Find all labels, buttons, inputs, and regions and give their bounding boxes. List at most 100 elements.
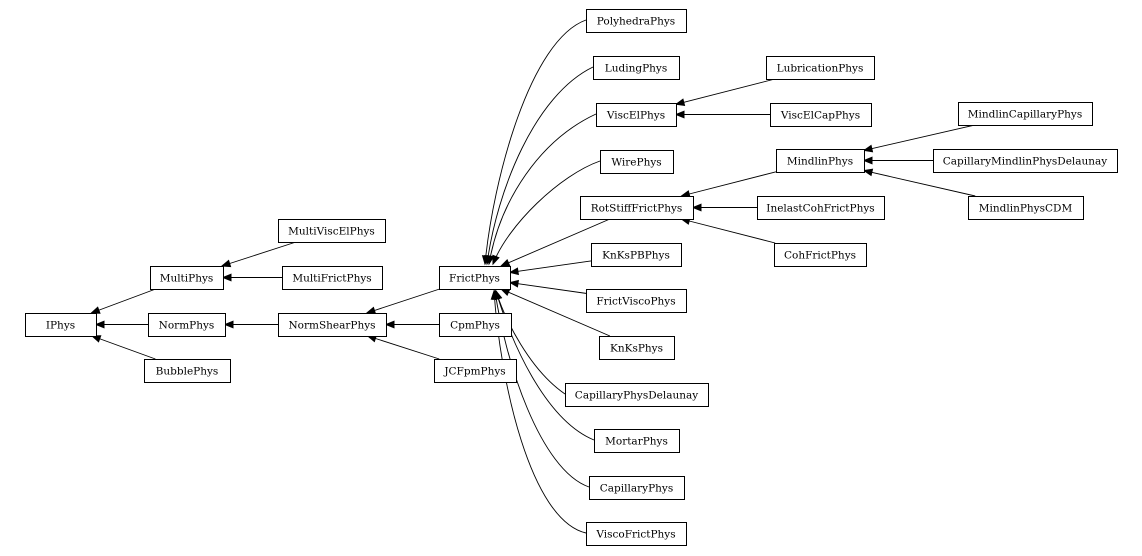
- arrowhead: [365, 306, 377, 315]
- node-cpm-phys[interactable]: CpmPhys: [439, 313, 512, 337]
- node-label: LubricationPhys: [777, 63, 864, 75]
- node-box: [589, 476, 685, 500]
- node-jcfpm-phys[interactable]: JCFpmPhys: [434, 359, 517, 383]
- node-mindlin-phys[interactable]: MindlinPhys: [776, 149, 865, 173]
- node-multi-phys[interactable]: MultiPhys: [150, 266, 224, 290]
- edge-line: [509, 282, 587, 294]
- node-box: [148, 313, 226, 337]
- arrowhead: [508, 267, 519, 276]
- node-label: MindlinPhys: [787, 156, 853, 168]
- node-box: [757, 196, 885, 220]
- node-label: PolyhedraPhys: [597, 16, 675, 28]
- node-label: RotStiffFrictPhys: [591, 203, 683, 215]
- edge-lubrication-phys-to-visc-el-phys: [674, 78, 776, 106]
- edge-line: [221, 241, 297, 267]
- node-capillary-mindlin-phys-delaunay[interactable]: CapillaryMindlinPhysDelaunay: [933, 149, 1118, 173]
- node-label: FrictViscoPhys: [596, 296, 675, 308]
- node-box: [593, 56, 680, 80]
- node-lubrication-phys[interactable]: LubricationPhys: [766, 56, 875, 80]
- node-label: CapillaryMindlinPhysDelaunay: [943, 156, 1108, 168]
- node-box: [600, 150, 674, 174]
- arrowhead: [94, 320, 105, 329]
- node-polyhedra-phys[interactable]: PolyhedraPhys: [586, 9, 687, 33]
- node-box: [933, 149, 1118, 173]
- node-box: [586, 9, 687, 33]
- node-inelast-coh-frict-phys[interactable]: InelastCohFrictPhys: [757, 196, 885, 220]
- node-norm-shear-phys[interactable]: NormShearPhys: [278, 313, 387, 337]
- edge-inelast-coh-frict-phys-to-rot-stiff-frict-phys: [691, 203, 757, 212]
- node-label: WirePhys: [611, 157, 661, 169]
- arrowhead: [862, 156, 873, 165]
- edges-layer: [90, 19, 976, 534]
- node-kn-ks-pbphys[interactable]: KnKsPBPhys: [591, 243, 682, 267]
- edge-mindlin-capillary-phys-to-mindlin-phys: [862, 124, 975, 153]
- arrowhead: [674, 98, 686, 106]
- arrowhead: [486, 254, 495, 266]
- edge-line: [495, 290, 566, 395]
- node-label: MultiViscElPhys: [288, 226, 375, 238]
- edge-frict-phys-to-norm-shear-phys: [365, 288, 440, 315]
- node-label: NormPhys: [159, 320, 215, 332]
- node-box: [599, 336, 675, 360]
- node-visc-el-cap-phys[interactable]: ViscElCapPhys: [770, 103, 872, 127]
- edge-line: [91, 288, 156, 314]
- edge-line: [675, 78, 776, 105]
- arrowhead: [490, 289, 499, 300]
- node-label: MindlinCapillaryPhys: [968, 109, 1083, 121]
- arrowhead: [492, 254, 500, 266]
- arrowhead: [499, 259, 511, 267]
- arrowhead: [223, 320, 234, 329]
- arrowhead: [221, 273, 232, 282]
- node-box: [596, 103, 677, 127]
- node-box: [439, 313, 512, 337]
- edge-line: [492, 160, 601, 265]
- node-visco-frict-phys[interactable]: ViscoFrictPhys: [586, 522, 687, 546]
- node-label: IPhys: [46, 320, 75, 332]
- node-box: [25, 313, 97, 337]
- arrowhead: [90, 306, 101, 314]
- node-label: KnKsPhys: [610, 343, 663, 355]
- node-rot-stiff-frict-phys[interactable]: RotStiffFrictPhys: [580, 196, 694, 220]
- node-mindlin-capillary-phys[interactable]: MindlinCapillaryPhys: [958, 102, 1093, 126]
- node-box: [439, 266, 511, 290]
- node-mindlin-phys-cdm[interactable]: MindlinPhysCDM: [968, 196, 1084, 220]
- node-bubble-phys[interactable]: BubblePhys: [144, 359, 231, 383]
- node-box: [580, 196, 694, 220]
- node-wire-phys[interactable]: WirePhys: [600, 150, 674, 174]
- node-mortar-phys[interactable]: MortarPhys: [594, 429, 680, 453]
- node-label: LudingPhys: [605, 63, 667, 75]
- node-box: [434, 359, 517, 383]
- node-iphys[interactable]: IPhys: [25, 313, 97, 337]
- edge-line: [863, 170, 976, 197]
- node-capillary-phys-delaunay[interactable]: CapillaryPhysDelaunay: [565, 383, 709, 407]
- node-label: MindlinPhysCDM: [979, 203, 1073, 215]
- node-frict-phys[interactable]: FrictPhys: [439, 266, 511, 290]
- node-luding-phys[interactable]: LudingPhys: [593, 56, 680, 80]
- edge-line: [500, 218, 611, 267]
- node-coh-frict-phys[interactable]: CohFrictPhys: [774, 243, 867, 267]
- edge-visc-el-cap-phys-to-visc-el-phys: [674, 110, 770, 119]
- node-frict-visco-phys[interactable]: FrictViscoPhys: [586, 289, 687, 313]
- node-norm-phys[interactable]: NormPhys: [148, 313, 226, 337]
- node-label: BubblePhys: [156, 366, 219, 378]
- node-box: [968, 196, 1084, 220]
- node-multi-visc-el-phys[interactable]: MultiViscElPhys: [278, 219, 386, 243]
- node-visc-el-phys[interactable]: ViscElPhys: [596, 103, 677, 127]
- node-label: CohFrictPhys: [784, 250, 856, 262]
- node-multi-frict-phys[interactable]: MultiFrictPhys: [282, 266, 383, 290]
- node-box: [586, 289, 687, 313]
- node-label: NormShearPhys: [288, 320, 375, 332]
- edge-cpm-phys-to-norm-shear-phys: [384, 320, 439, 329]
- node-kn-ks-phys[interactable]: KnKsPhys: [599, 336, 675, 360]
- node-capillary-phys[interactable]: CapillaryPhys: [589, 476, 685, 500]
- edge-bubble-phys-to-iphys: [90, 335, 156, 360]
- edge-capillary-mindlin-phys-delaunay-to-mindlin-phys: [862, 156, 933, 165]
- edge-norm-phys-to-iphys: [94, 320, 148, 329]
- edge-line: [681, 171, 777, 197]
- arrowhead: [508, 279, 519, 288]
- node-label: MortarPhys: [605, 436, 668, 448]
- edge-wire-phys-to-frict-phys: [492, 160, 601, 266]
- edge-mindlin-phys-to-rot-stiff-frict-phys: [680, 171, 777, 198]
